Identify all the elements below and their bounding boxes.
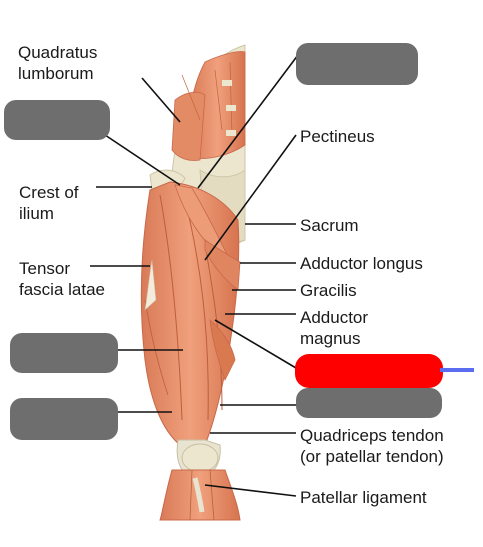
label-pectineus: Pectineus xyxy=(300,127,375,146)
label-quadratus-lumborum-line2: lumborum xyxy=(18,64,94,83)
label-patellar-ligament: Patellar ligament xyxy=(300,488,427,507)
label-quadriceps-tendon-line2: (or patellar tendon) xyxy=(300,447,444,466)
label-tensor-fascia-latae: Tensor fascia latae xyxy=(19,258,105,300)
hidden-label-box-highlighted[interactable] xyxy=(295,354,443,388)
label-crest-of-ilium-line2: ilium xyxy=(19,204,54,223)
label-quadratus-lumborum-line1: Quadratus xyxy=(18,43,98,62)
hidden-label-box-4[interactable] xyxy=(10,398,118,440)
hidden-label-box-5[interactable] xyxy=(296,388,442,418)
label-adductor-magnus-line1: Adductor xyxy=(300,308,369,327)
highlight-connector-line xyxy=(440,368,474,372)
label-adductor-magnus-line2: magnus xyxy=(300,329,361,348)
label-adductor-longus: Adductor longus xyxy=(300,254,423,273)
label-quadriceps-tendon-line1: Quadriceps tendon xyxy=(300,426,444,445)
label-sacrum: Sacrum xyxy=(300,216,359,235)
label-tensor-fascia-latae-line1: Tensor xyxy=(19,259,71,278)
label-adductor-magnus: Adductor magnus xyxy=(300,307,368,349)
label-tensor-fascia-latae-line2: fascia latae xyxy=(19,280,105,299)
leader-lines xyxy=(90,54,299,497)
label-gracilis: Gracilis xyxy=(300,281,357,300)
knee-region xyxy=(159,439,241,521)
label-crest-of-ilium-line1: Crest of xyxy=(19,183,79,202)
quadratus-lumborum-muscle xyxy=(171,51,246,161)
label-quadratus-lumborum: Quadratus lumborum xyxy=(18,42,97,84)
label-quadriceps-tendon: Quadriceps tendon (or patellar tendon) xyxy=(300,425,444,467)
hidden-label-box-1[interactable] xyxy=(296,43,418,85)
label-crest-of-ilium: Crest of ilium xyxy=(19,182,79,224)
hidden-label-box-2[interactable] xyxy=(4,100,110,140)
hidden-label-box-3[interactable] xyxy=(10,333,118,373)
